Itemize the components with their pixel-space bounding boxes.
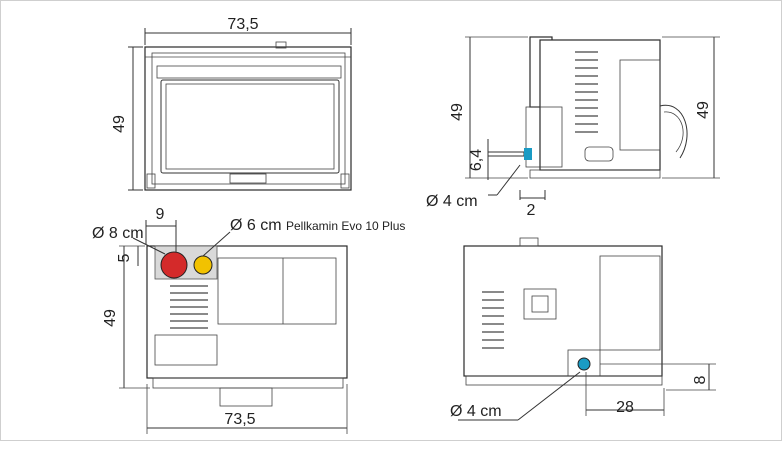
front-view-display — [229, 173, 267, 184]
front-height-label: 49 — [111, 115, 128, 133]
flue-outlet-circle — [160, 251, 188, 279]
side-right-height-label: 49 — [695, 101, 712, 119]
side-view-base — [529, 169, 661, 179]
side-view-vents — [575, 51, 598, 133]
side-view-body — [539, 39, 661, 171]
rear-view-base — [465, 375, 663, 386]
side-pipe-line — [487, 151, 525, 157]
top-view-base — [152, 377, 344, 389]
top-depth-label: 49 — [102, 309, 119, 327]
flue-diameter-label: Ø 8 cm — [92, 225, 144, 242]
side-pipe-offset-label: 2 — [527, 202, 536, 219]
air-inlet-diameter-label: Ø 6 cm — [230, 217, 282, 234]
front-view: 73,5 49 — [111, 16, 352, 191]
rear-view-plate — [523, 288, 557, 320]
front-view-foot-right — [340, 173, 350, 189]
rear-pipe-offset-label: 28 — [616, 399, 634, 416]
rear-view-vents — [482, 291, 504, 349]
side-view-hopper — [619, 59, 661, 151]
rear-pipe-leader — [517, 371, 581, 421]
rear-view-plate-inner — [531, 295, 549, 313]
top-width-label: 73,5 — [224, 411, 255, 428]
flue-leader — [132, 237, 166, 255]
rear-pipe-diameter-label: Ø 4 cm — [450, 403, 502, 420]
side-view-lower-box — [525, 106, 563, 168]
top-view-vents — [170, 285, 208, 329]
rear-view: Ø 4 cm 28 8 — [450, 237, 716, 421]
rear-view-top-handle — [519, 237, 539, 247]
front-width-label: 73,5 — [227, 16, 258, 33]
air-inlet-circle — [193, 255, 213, 275]
rear-pipe-circle — [577, 357, 591, 371]
side-view-handle — [584, 146, 614, 162]
top-view-lid — [217, 257, 337, 325]
side-pipe-height-label: 6,4 — [468, 149, 485, 171]
side-view: 49 6,4 Ø 4 cm 2 49 — [426, 36, 720, 219]
side-pipe-connector — [524, 148, 532, 160]
side-pipe-leader — [496, 164, 521, 196]
top-view: Ø 8 cm Ø 6 cm Pellkamin Evo 10 Plus 9 5 … — [92, 206, 405, 434]
front-view-glass-inner — [165, 83, 335, 170]
front-view-top-panel — [156, 65, 342, 79]
side-height-label: 49 — [449, 103, 466, 121]
top-view-pipe-stub — [219, 387, 273, 407]
side-view-cable — [659, 104, 688, 159]
side-pipe-diameter-label: Ø 4 cm — [426, 193, 478, 210]
front-view-foot-left — [146, 173, 156, 189]
front-view-handle — [275, 41, 287, 49]
front-view-inner-frame — [151, 52, 346, 185]
front-view-glass — [160, 79, 340, 174]
front-view-body — [144, 46, 352, 191]
side-view-cable-inner — [663, 111, 684, 153]
offset-x-label: 9 — [156, 206, 165, 223]
top-view-lower-panel — [154, 334, 218, 366]
rear-view-mechanism — [599, 255, 661, 351]
product-name: Pellkamin Evo 10 Plus — [286, 219, 405, 233]
rear-pipe-height-label: 8 — [692, 375, 709, 384]
air-inlet-leader — [202, 231, 231, 257]
rear-view-body — [463, 245, 663, 377]
